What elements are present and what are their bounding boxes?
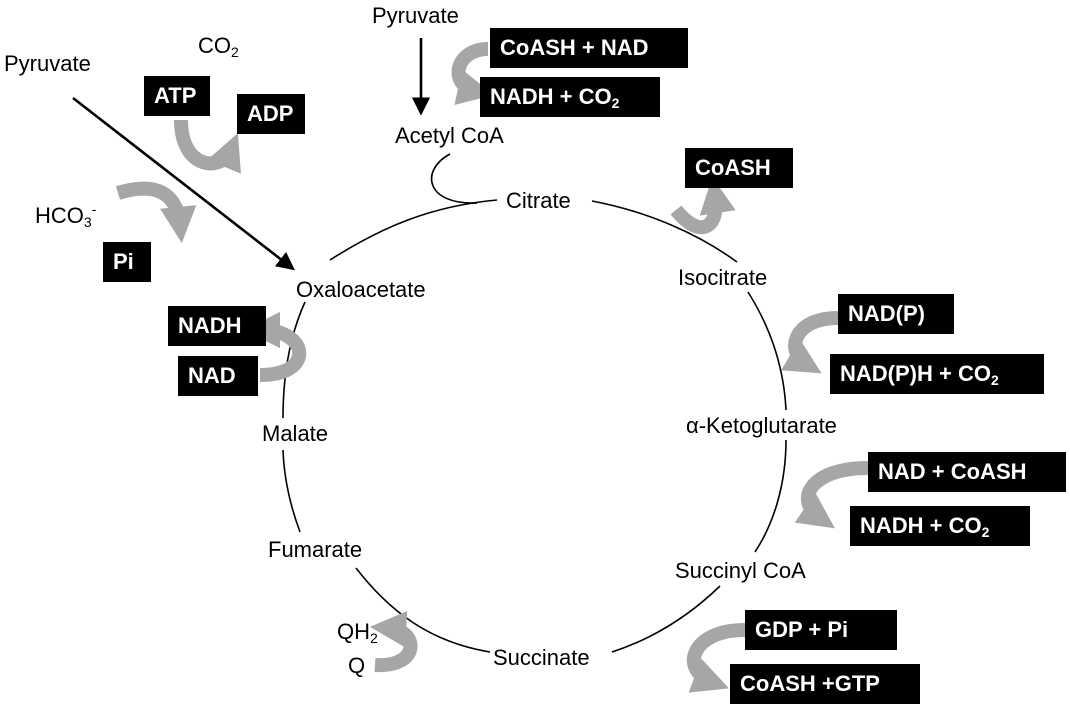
citrate-label: Citrate: [506, 188, 571, 213]
acetyl-coa-label: Acetyl CoA: [395, 123, 504, 148]
ring-citrate-isocitrate: [591, 200, 738, 263]
malate-nad-arrow: [243, 311, 307, 382]
pyruvate-to-oxaloacetate-arrow: [72, 96, 295, 271]
ring-malate-oxaloacetate: [282, 301, 306, 419]
oxaloacetate-label: Oxaloacetate: [296, 277, 426, 302]
succinyl-coa-label: Succinyl CoA: [675, 558, 806, 583]
coash-box: CoASH: [685, 148, 793, 188]
co2-label: CO2: [198, 33, 239, 61]
malate-label: Malate: [262, 421, 329, 446]
succinate-label: Succinate: [493, 645, 590, 670]
ring-fumarate-malate: [282, 449, 301, 533]
isocitrate-label: Isocitrate: [678, 265, 768, 290]
fumarate-label: Fumarate: [268, 537, 363, 562]
coash-nad-box: CoASH + NAD: [490, 28, 688, 68]
nadh-co2-top-box: NADH + CO2: [480, 77, 660, 117]
atp-box: ATP: [144, 76, 210, 116]
gdp-pi-box: GDP + Pi: [745, 610, 897, 650]
nad-box: NAD: [178, 356, 258, 396]
ring-succinate-fumarate: [355, 567, 491, 653]
alpha-ketoglutarate-label: α-Ketoglutarate: [686, 413, 837, 438]
hco3-pi-arrow: [115, 181, 197, 244]
succinylcoa-gdp-arrow: [687, 623, 746, 693]
ring-isocitrate-ketoglutarate: [747, 291, 787, 411]
ring-ketoglutarate-succinylcoa: [754, 439, 787, 553]
ring-succinylcoa-succinate: [611, 585, 721, 653]
q-label: Q: [348, 653, 366, 678]
pyruvate-left-label: Pyruvate: [4, 51, 91, 76]
acetylcoa-to-citrate-connector: [430, 153, 478, 204]
pyruvate-top-label: Pyruvate: [372, 3, 459, 28]
atp-adp-arrow: [174, 119, 241, 174]
ring-oxaloacetate-citrate: [329, 199, 498, 261]
adp-box: ADP: [237, 94, 305, 134]
nadh-co2-kg-box: NADH + CO2: [850, 506, 1030, 546]
hco3-label: HCO3-: [35, 201, 97, 230]
ketoglutarate-nad-arrow: [794, 461, 869, 529]
succinate-q-arrow: [369, 610, 418, 673]
isocitrate-nadp-arrow: [781, 311, 839, 374]
coash-nad-in-arrow: [451, 42, 494, 105]
cycle-ring: [282, 199, 787, 653]
pi-box: Pi: [103, 242, 151, 282]
nadh-box: NADH: [168, 306, 266, 346]
qh2-label: QH2: [337, 619, 378, 647]
nadph-co2-box: NAD(P)H + CO2: [830, 354, 1044, 394]
citrate-coash-arrow: [670, 177, 736, 235]
cofactor-arrows: [115, 42, 869, 693]
coash-gtp-box: CoASH +GTP: [730, 664, 920, 704]
nadp-box: NAD(P): [838, 294, 954, 334]
nad-coash-box: NAD + CoASH: [868, 452, 1066, 492]
